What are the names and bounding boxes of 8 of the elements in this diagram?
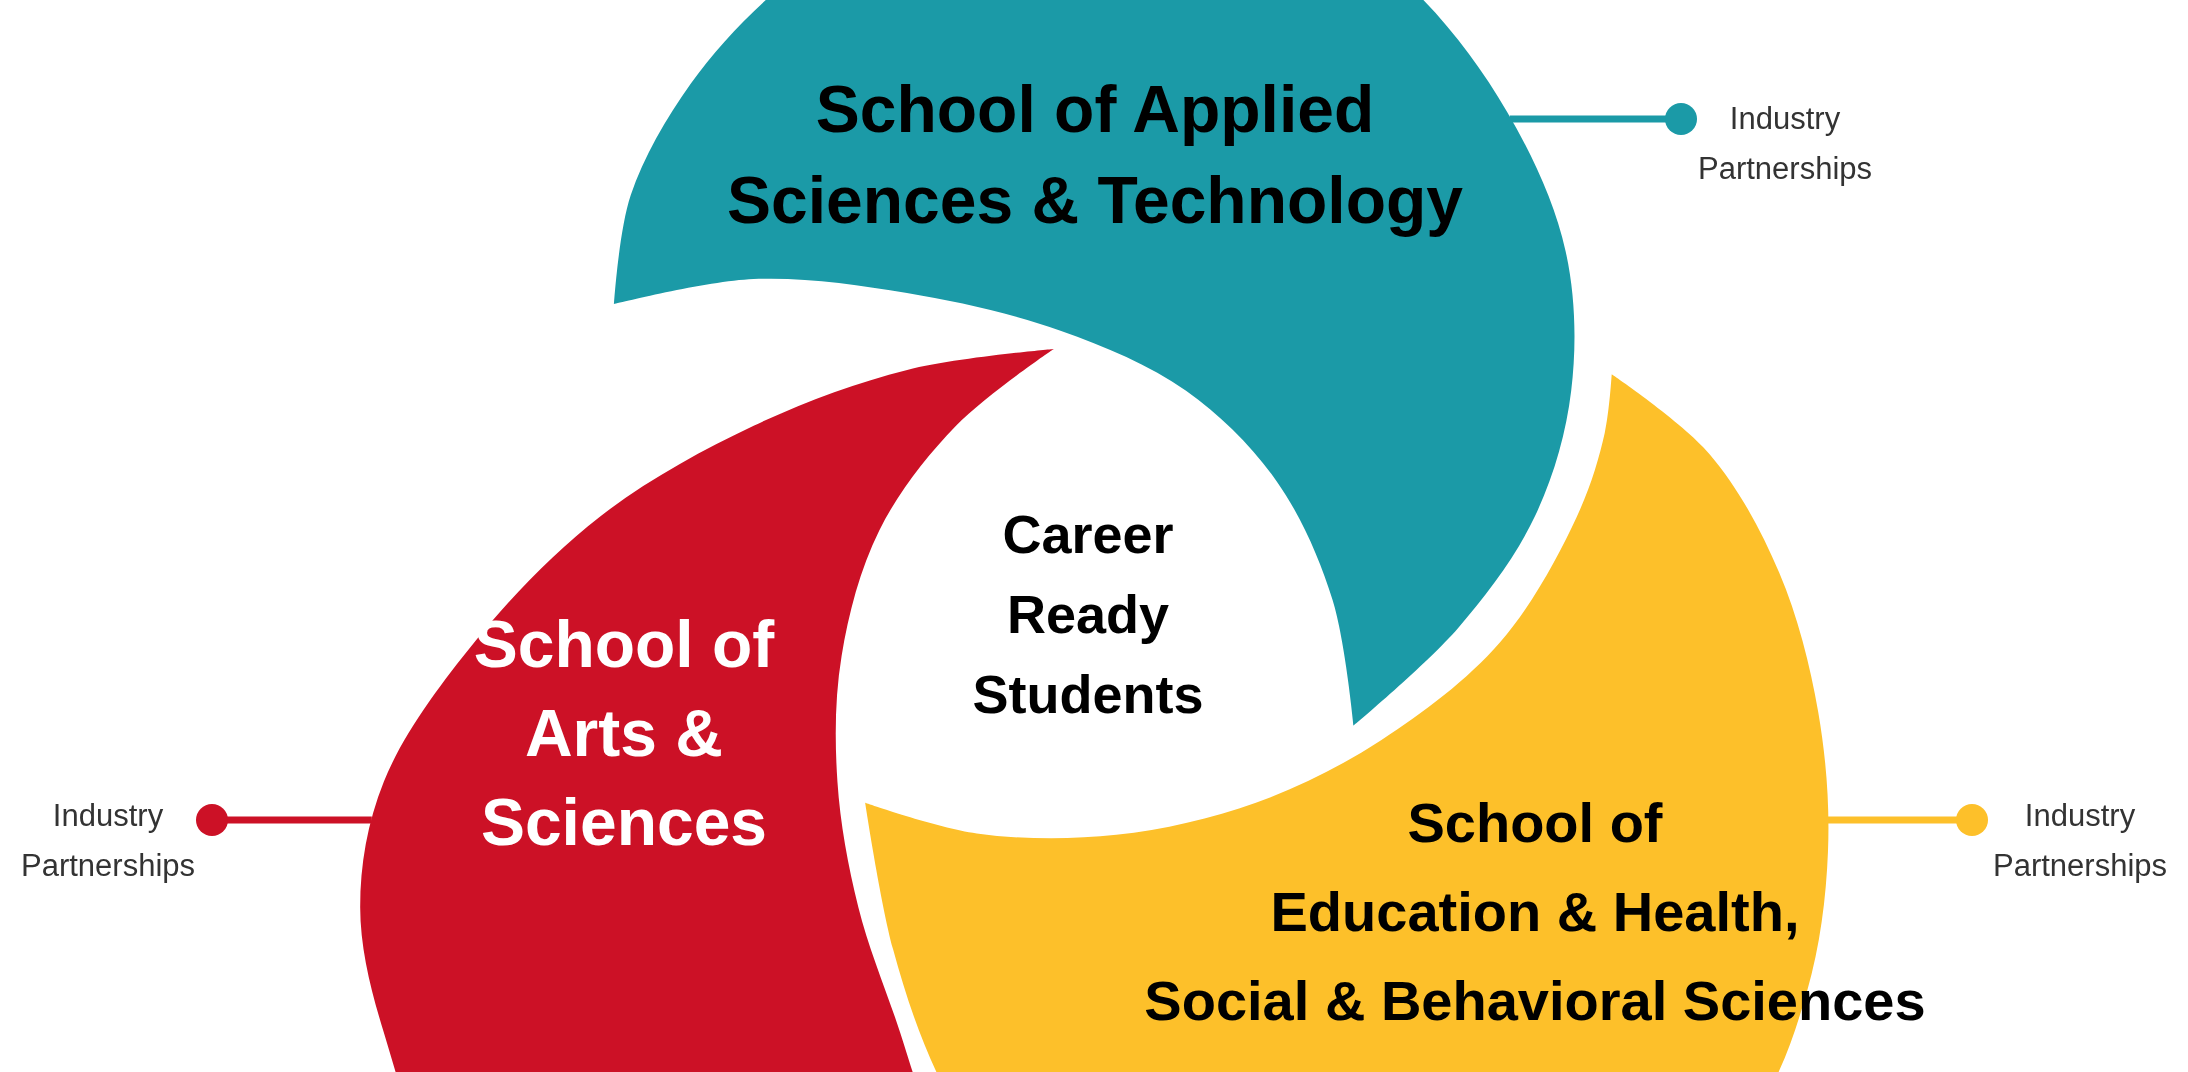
label-text: Industry Partnerships — [20, 797, 196, 885]
label-text: Career Ready Students — [971, 503, 1205, 726]
school-label: School of Applied Sciences & Technology — [727, 71, 1463, 239]
label-text: Industry Partnerships — [1992, 797, 2168, 885]
connector-line — [1509, 103, 1697, 135]
school-label: School of Arts & Sciences — [473, 606, 775, 861]
label-text: Industry Partnerships — [1697, 100, 1873, 188]
connector-line — [196, 804, 372, 836]
